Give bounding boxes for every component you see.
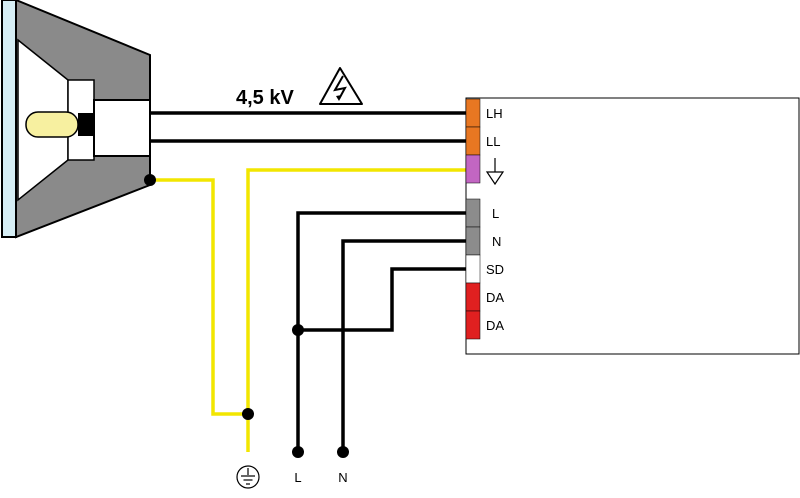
terminal-label-sd: SD [486, 262, 504, 277]
terminal-label-n: N [492, 234, 501, 249]
terminal-l [465, 198, 481, 228]
terminal-label-da-2: DA [486, 318, 504, 333]
terminal-ll [465, 126, 481, 156]
terminal-label-da-1: DA [486, 290, 504, 305]
earth-wires [150, 168, 466, 452]
terminal-earth [465, 154, 481, 184]
terminal-da-1 [465, 282, 481, 312]
earth-ground-icon [236, 465, 260, 489]
supply-wires [296, 211, 466, 452]
supply-label-n: N [338, 470, 347, 485]
terminal-label-ll: LL [486, 134, 500, 149]
terminal-label-l: L [492, 206, 499, 221]
terminal-label-lh: LH [486, 106, 503, 121]
high-voltage-wires [150, 111, 466, 143]
terminal-n [465, 226, 481, 256]
terminal-sd [465, 254, 481, 284]
lamp-fixture-icon [1, 0, 151, 239]
high-voltage-warning-icon [319, 67, 363, 105]
ground-symbol-icon [485, 158, 505, 186]
terminal-lh [465, 98, 481, 128]
supply-label-l: L [294, 470, 301, 485]
terminal-block [465, 98, 481, 340]
junction-dots [144, 174, 349, 458]
voltage-label: 4,5 kV [236, 87, 294, 109]
ballast-box [465, 97, 800, 355]
terminal-da-2 [465, 310, 481, 340]
